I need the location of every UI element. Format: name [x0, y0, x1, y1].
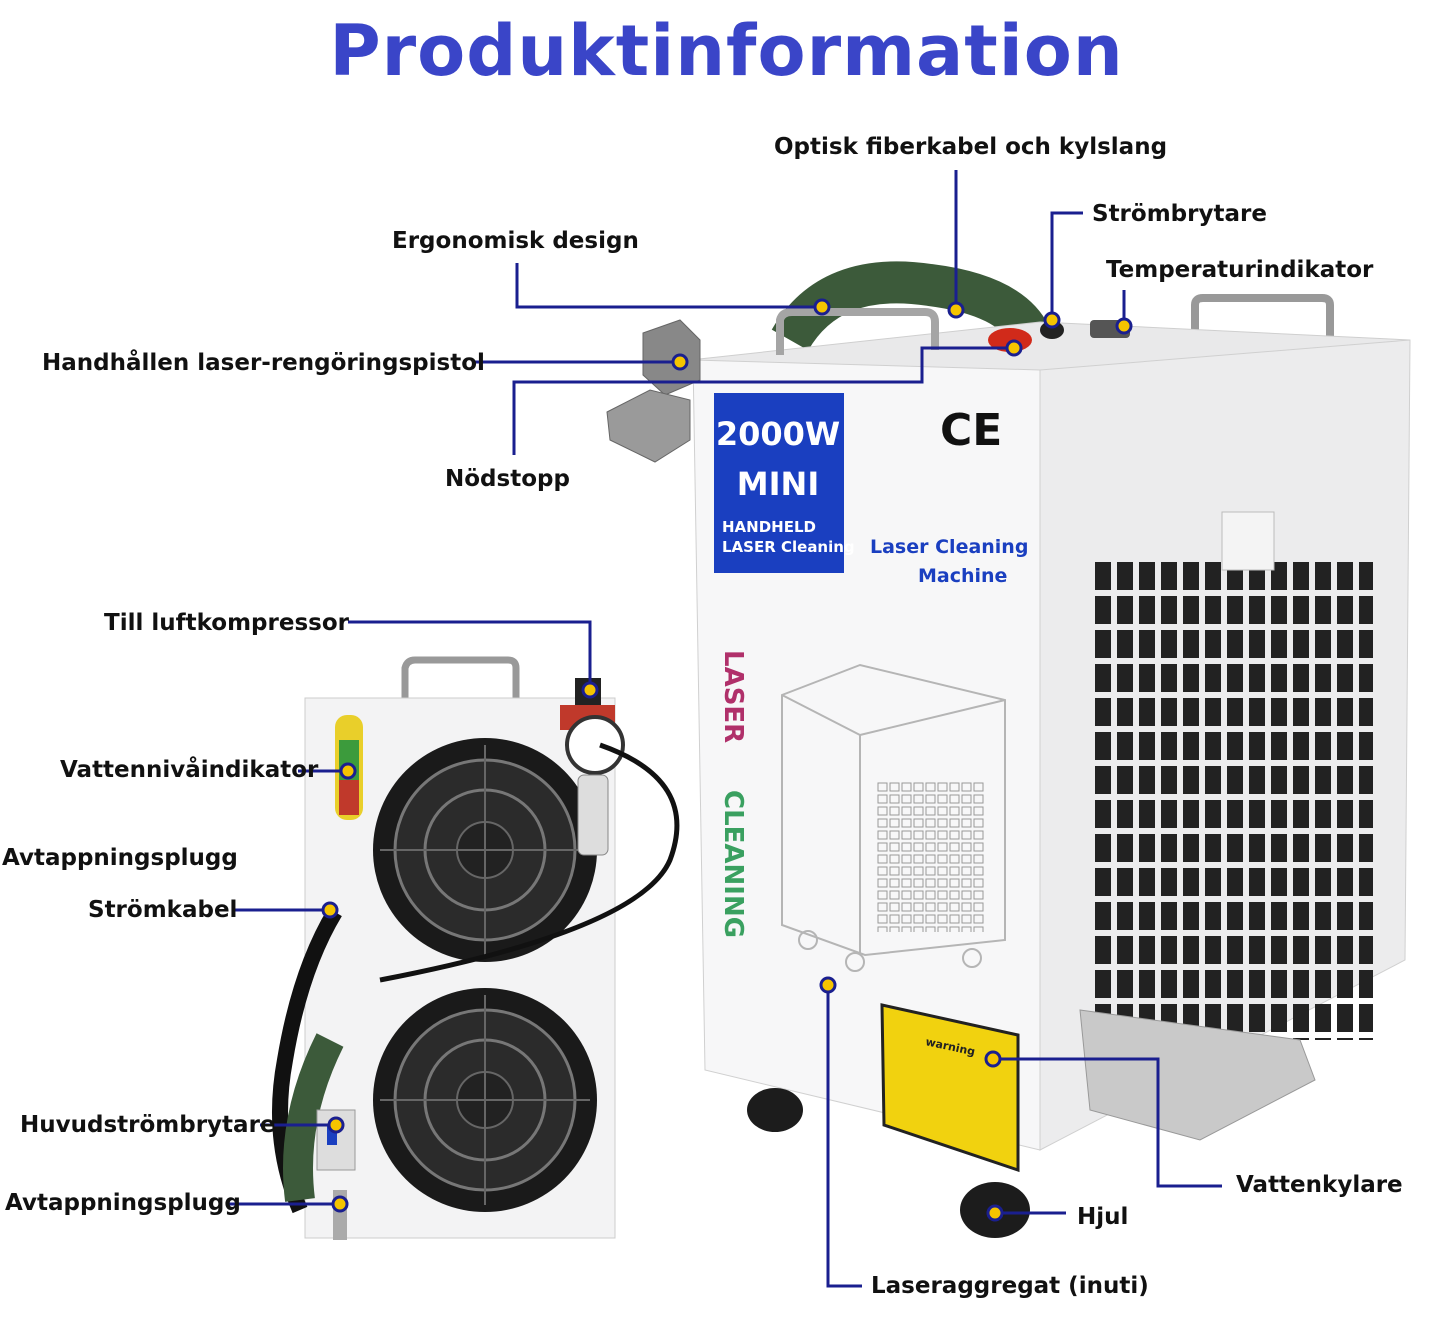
- base-bracket: [1079, 1009, 1316, 1141]
- front-wheel-left: [747, 1088, 803, 1132]
- label-emergency-stop: Nödstopp: [445, 466, 570, 492]
- marker-power-cable: [321, 901, 339, 919]
- badge-line1-text: HANDHELD: [722, 518, 816, 536]
- badge-power-text: 2000W: [716, 415, 840, 453]
- label-drain-plug-bottom: Avtappningsplugg: [5, 1190, 241, 1216]
- label-power-switch: Strömbrytare: [1092, 201, 1267, 227]
- label-power-cable: Strömkabel: [88, 897, 238, 923]
- label-temperature-indicator: Temperaturindikator: [1106, 257, 1374, 283]
- label-fiber-cable: Optisk fiberkabel och kylslang: [774, 134, 1168, 160]
- badge-line2-text: LASER Cleaning: [722, 538, 855, 556]
- fan-top: [373, 738, 597, 962]
- leader-air: [348, 620, 592, 690]
- rear-handle: [1191, 294, 1334, 340]
- vertical-cleaning-text: CLEANING: [718, 790, 748, 938]
- marker-drain: [331, 1195, 349, 1213]
- label-laser-gun: Handhållen laser-rengöringspistol: [42, 350, 485, 376]
- leader-laser-unit: [826, 985, 862, 1288]
- marker-water-level: [339, 762, 357, 780]
- vertical-laser-text: LASER: [718, 650, 748, 743]
- inner-unit-sketch: [781, 663, 1006, 972]
- side-text-2: Machine: [918, 565, 1007, 587]
- model-badge: [714, 393, 844, 573]
- marker-fiber: [947, 301, 965, 319]
- marker-power-switch: [1043, 311, 1061, 329]
- side-text-1: Laser Cleaning: [870, 536, 1028, 558]
- side-info-sticker: [1221, 511, 1275, 571]
- leader-ergonomic: [515, 263, 822, 309]
- front-handle: [776, 308, 939, 355]
- laser-cleaning-gun: [606, 319, 701, 463]
- marker-laser-unit: [819, 976, 837, 994]
- label-wheel: Hjul: [1077, 1204, 1129, 1230]
- marker-estop: [1005, 339, 1023, 357]
- label-water-chiller: Vattenkylare: [1236, 1172, 1403, 1198]
- label-air-compressor: Till luftkompressor: [104, 610, 349, 636]
- page-title: Produktinformation: [329, 10, 1124, 92]
- marker-main-switch: [327, 1116, 345, 1134]
- marker-wheel: [986, 1204, 1004, 1222]
- marker-temp: [1115, 317, 1133, 335]
- marker-air: [581, 681, 599, 699]
- vent-grille: [1093, 560, 1373, 1040]
- fan-bottom: [373, 988, 597, 1212]
- leader-power-switch: [1050, 211, 1083, 320]
- main-machine: 2000W MINI HANDHELD LASER Cleaning CE La…: [606, 261, 1411, 1238]
- leader-chiller: [993, 1057, 1222, 1188]
- air-pressure-regulator: [379, 678, 680, 983]
- ce-mark: CE: [940, 405, 1002, 456]
- label-water-level: Vattennivåindikator: [60, 757, 319, 783]
- label-drain-plug-top: Avtappningsplugg: [2, 845, 238, 871]
- warning-sticker: [880, 1003, 1020, 1173]
- marker-gun: [671, 353, 689, 371]
- rear-hose: [283, 1033, 344, 1202]
- label-laser-unit: Laseraggregat (inuti): [871, 1273, 1149, 1299]
- label-ergonomic-design: Ergonomisk design: [392, 228, 639, 254]
- marker-chiller: [984, 1050, 1002, 1068]
- badge-model-text: MINI: [737, 465, 819, 503]
- label-main-power-switch: Huvudströmbrytare: [20, 1112, 276, 1138]
- marker-dots: [321, 298, 1133, 1222]
- rear-view-unit: [272, 656, 680, 1240]
- leader-estop: [512, 346, 1014, 455]
- marker-ergonomic: [813, 298, 831, 316]
- rear-unit-handle: [401, 656, 520, 698]
